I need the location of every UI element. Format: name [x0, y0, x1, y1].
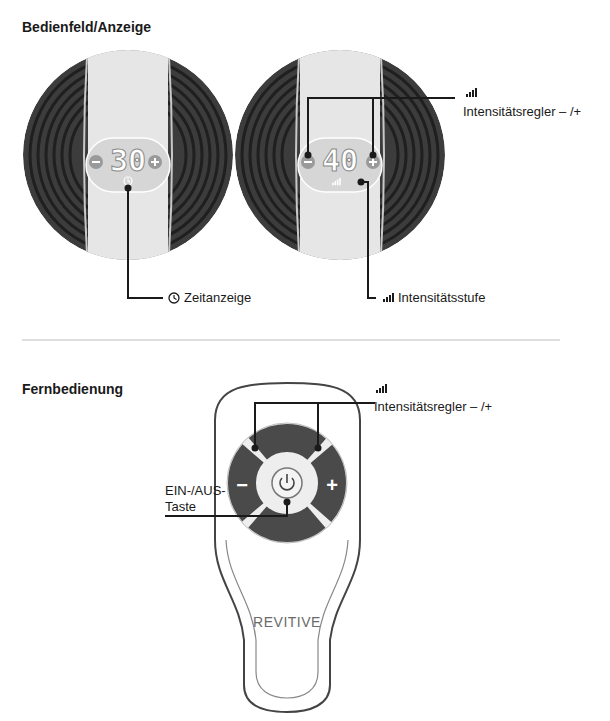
section-heading: Bedienfeld/Anzeige	[22, 18, 272, 36]
power-button	[272, 468, 302, 498]
remote-body	[215, 383, 360, 712]
callout-label: Zeitanzeige	[184, 290, 304, 306]
time-display: 30	[103, 145, 153, 177]
callout-label: Intensitätsregler – /+	[463, 104, 583, 120]
device-top	[235, 40, 445, 270]
intensity-display: 40	[315, 145, 365, 177]
button-sign: +	[322, 474, 342, 496]
section-heading: Fernbedienung	[22, 380, 272, 398]
leader-line	[128, 98, 455, 298]
brand-name: REVITIVE	[237, 613, 337, 631]
button-sign: −	[232, 474, 252, 496]
leader-line	[165, 403, 375, 516]
callout-label: EIN-/AUS- Taste	[165, 483, 237, 515]
intensity-buttons	[224, 420, 351, 547]
divider	[22, 340, 560, 341]
callout-label: Intensitätsregler – /+	[374, 399, 494, 415]
callout-label: Intensitätsstufe	[398, 290, 528, 306]
